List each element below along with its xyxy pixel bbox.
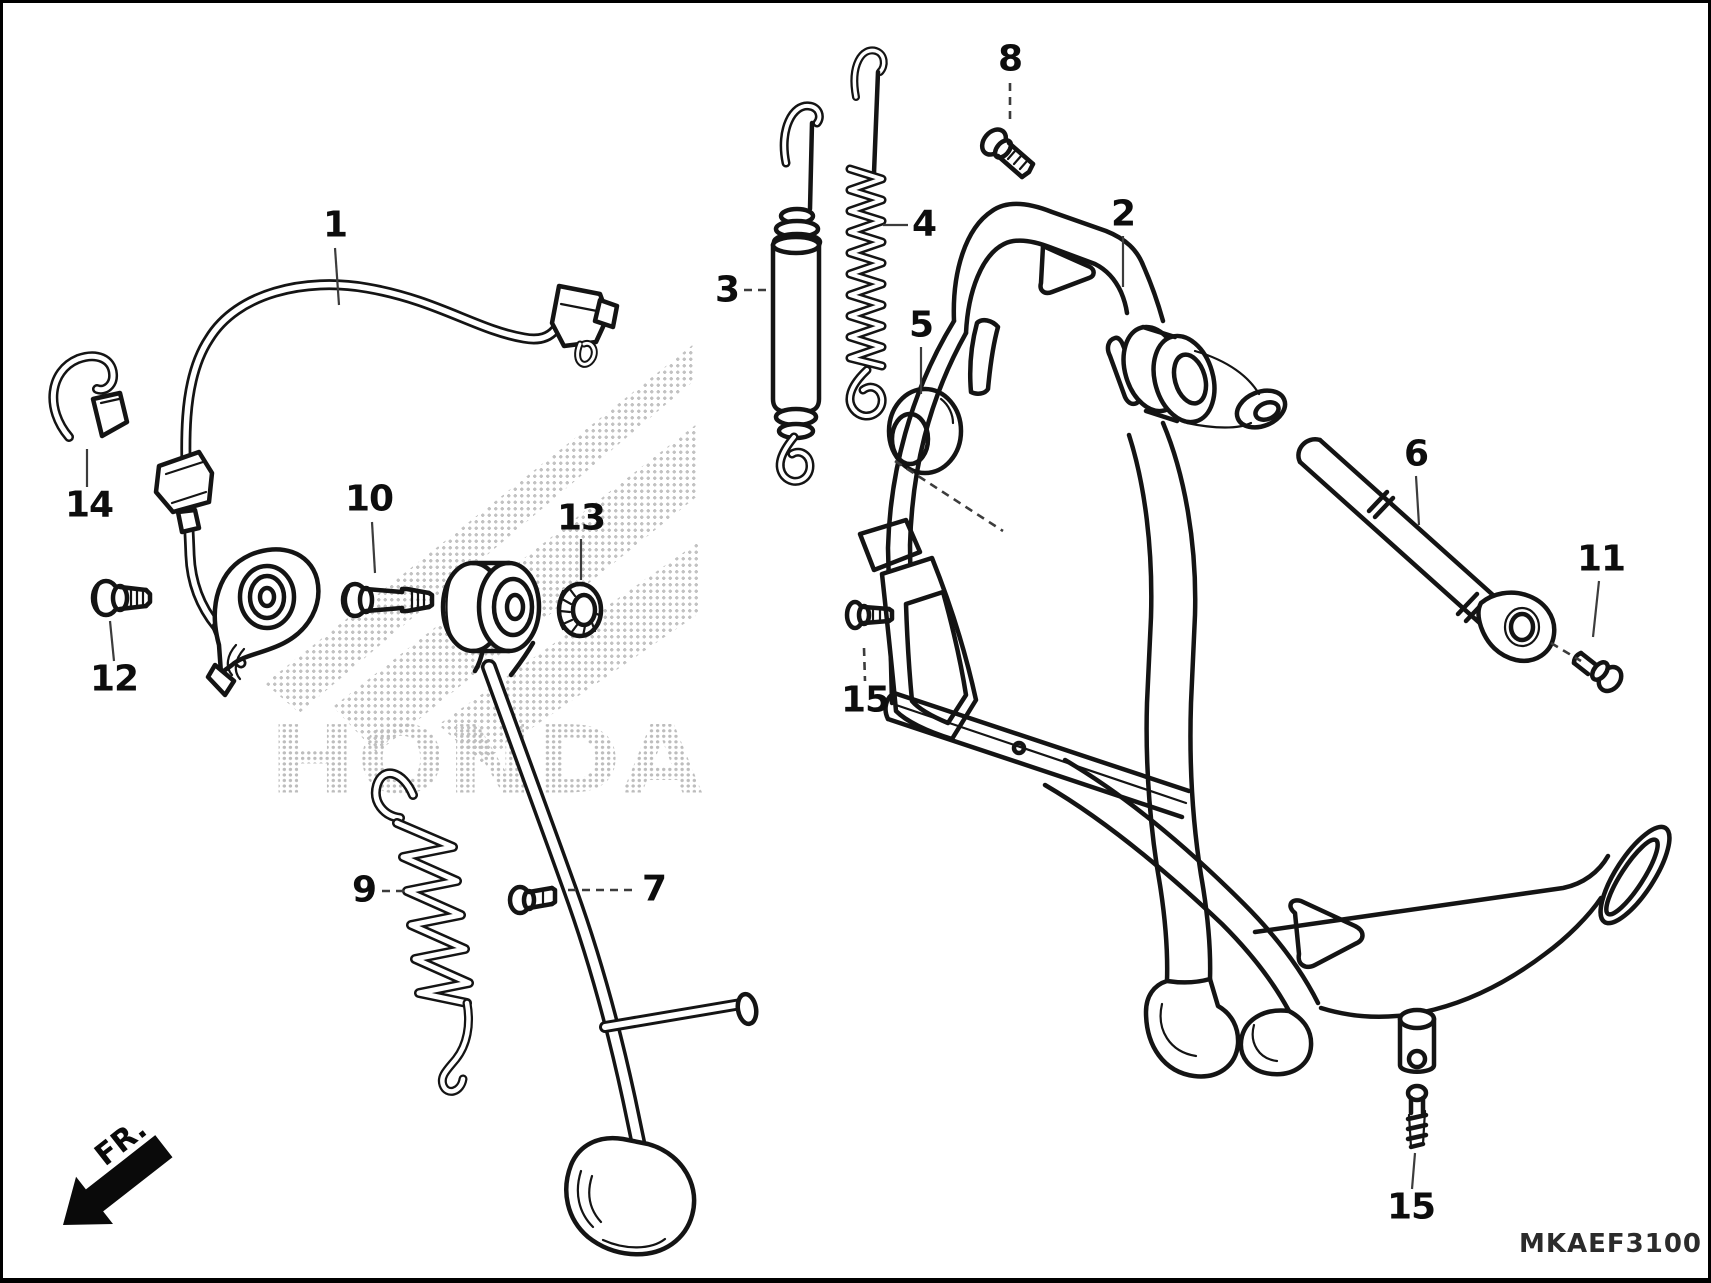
callout-15-left: 15 [840, 679, 890, 721]
callout-5: 5 [908, 304, 934, 346]
callout-11: 11 [1576, 538, 1626, 580]
callout-9: 9 [351, 869, 377, 911]
part-6-stopper-rod [1296, 437, 1557, 664]
part-15-bolt-right [1405, 1083, 1429, 1150]
callout-1: 1 [322, 204, 348, 246]
part-11-bolt [1571, 650, 1624, 694]
part-3-assist-spring [770, 101, 824, 486]
side-stand-assembly [440, 560, 759, 1257]
part-4-main-stand-spring [845, 46, 888, 421]
callout-7: 7 [641, 868, 667, 910]
callout-4: 4 [911, 203, 937, 245]
callout-6: 6 [1403, 433, 1429, 475]
part-12-flange-bolt [90, 578, 153, 618]
callout-15-right: 15 [1386, 1186, 1436, 1228]
part-14-cable-clamp [48, 351, 130, 442]
callout-10: 10 [344, 478, 394, 520]
part-13-pivot-nut [556, 581, 604, 639]
part-8-bolt [979, 127, 1036, 180]
part-7-bracket-bolt [507, 884, 558, 916]
part-9-side-stand-spring [370, 768, 474, 1096]
diagram-code: MKAEF3100 [1519, 1229, 1703, 1259]
part-15-bolt-left [844, 599, 895, 631]
callout-14: 14 [64, 484, 114, 526]
callout-2: 2 [1110, 193, 1136, 235]
callout-leader-lines [85, 83, 1601, 1190]
callout-13: 13 [556, 497, 606, 539]
stand-parts-line-art: FR. [48, 46, 1672, 1257]
honda-watermark: HONDA [269, 705, 704, 816]
callout-3: 3 [714, 269, 740, 311]
part-10-pivot-bolt [340, 581, 435, 619]
fr-direction-arrow: FR. [63, 1112, 173, 1225]
callout-12: 12 [89, 658, 139, 700]
part-2-center-stand [857, 201, 1672, 1079]
callout-8: 8 [997, 38, 1023, 80]
part-1-switch-cable [153, 279, 620, 698]
